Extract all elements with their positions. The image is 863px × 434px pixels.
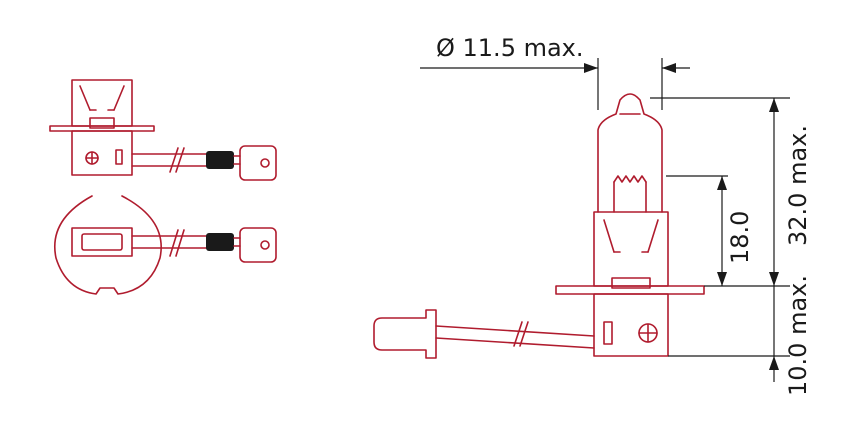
height-total-label: 32.0 max.	[784, 125, 812, 246]
side-view-small	[49, 79, 277, 181]
base-label: 10.0 max.	[784, 275, 812, 396]
front-view-small	[54, 195, 277, 295]
height-inner-label: 18.0	[726, 211, 754, 264]
dimension-lines	[420, 58, 790, 382]
diameter-label: Ø 11.5 max.	[436, 34, 584, 62]
main-lamp-outline	[373, 93, 705, 359]
